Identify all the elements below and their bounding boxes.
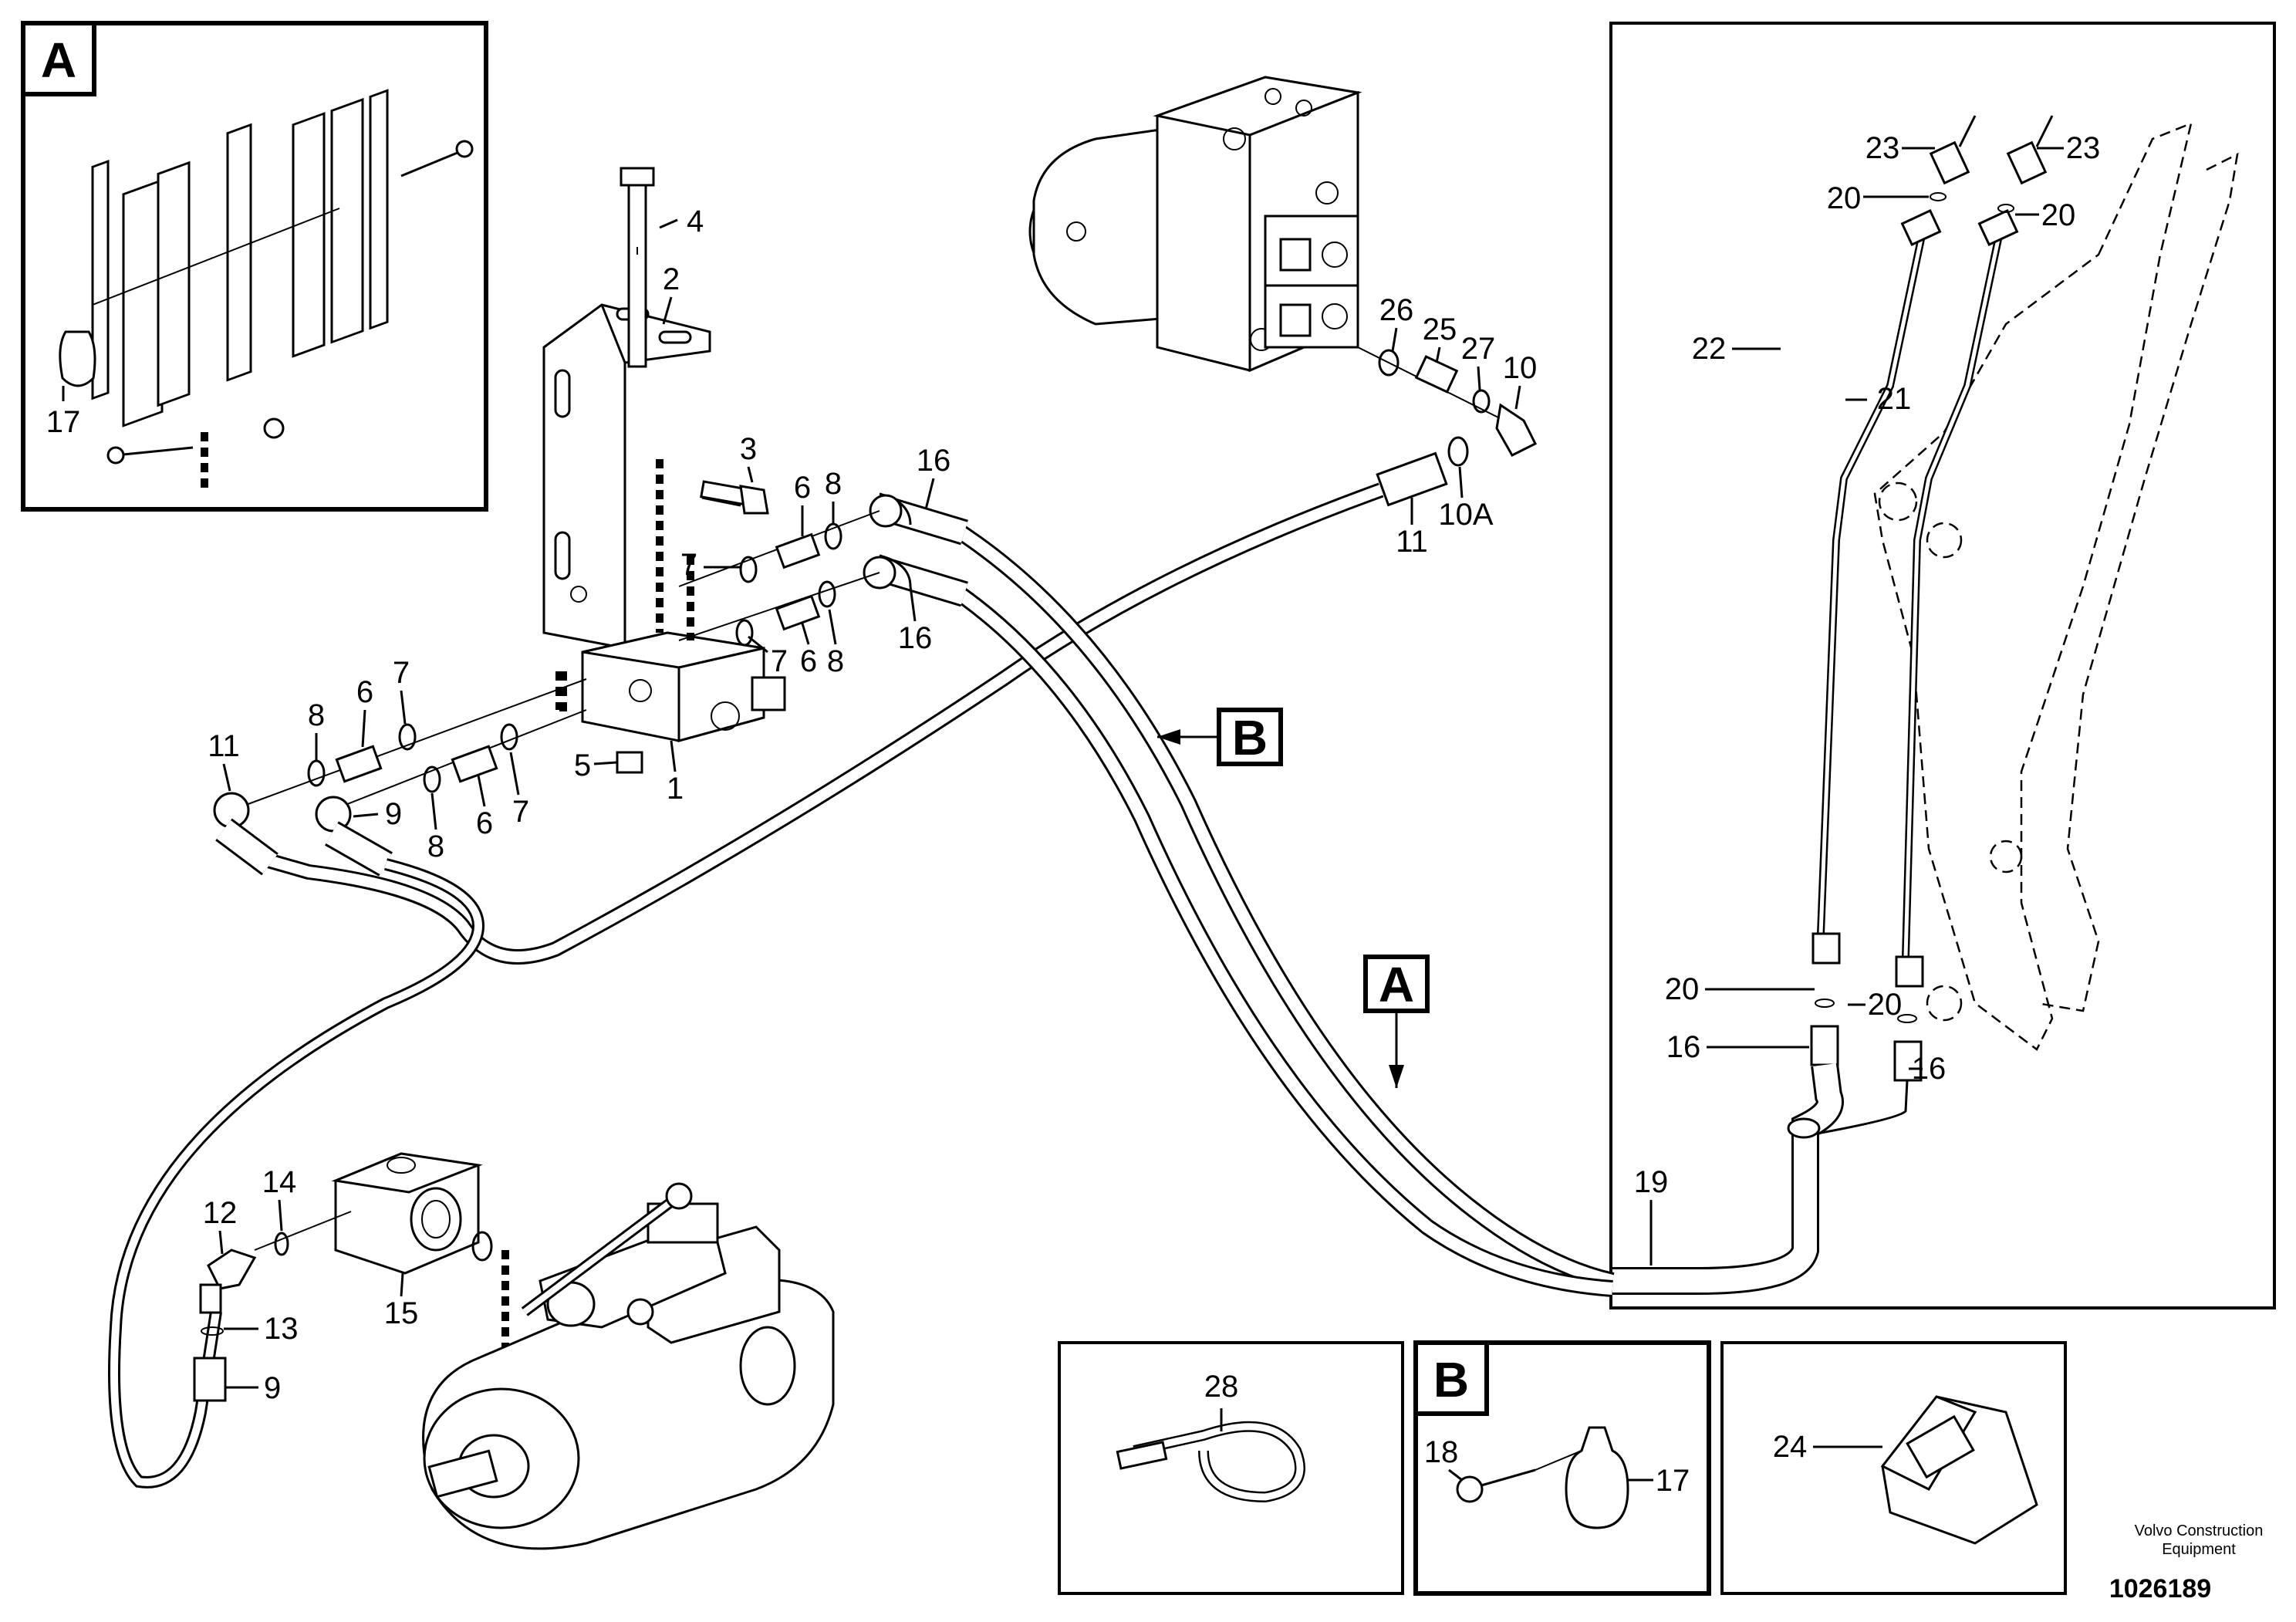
boom-detail-panel <box>1609 22 2276 1309</box>
callout-23b: 23 <box>2066 131 2101 165</box>
credit-line-1: Volvo Construction <box>2135 1522 2264 1539</box>
callout-19: 19 <box>1634 1165 1669 1199</box>
callout-18: 18 <box>1424 1435 1459 1469</box>
callout-8c: 8 <box>308 698 325 732</box>
nut-5 <box>616 751 643 774</box>
callout-1: 1 <box>667 772 684 806</box>
callout-2: 2 <box>663 262 680 296</box>
callout-11b: 11 <box>1396 525 1428 559</box>
document-number: 1026189 <box>2109 1574 2211 1603</box>
hose-b-route <box>252 436 1469 965</box>
callout-6c: 6 <box>356 675 373 709</box>
callout-20a: 20 <box>1827 181 1862 215</box>
callout-20b: 20 <box>2041 198 2076 232</box>
callout-8d: 8 <box>427 830 444 863</box>
callout-10: 10 <box>1503 351 1538 385</box>
callout-7d: 7 <box>512 795 529 829</box>
boom-outline <box>1873 121 2193 1051</box>
detail-b-panel: B <box>1413 1340 1711 1596</box>
callout-14: 14 <box>262 1165 297 1199</box>
callout-7a: 7 <box>680 548 697 582</box>
callout-7c: 7 <box>393 656 410 690</box>
fitting-chain-10 <box>1357 346 1538 457</box>
callout-4: 4 <box>687 204 704 238</box>
credit-line-2: Equipment <box>2162 1541 2236 1558</box>
callout-21: 21 <box>1877 382 1912 416</box>
detail-24-panel <box>1720 1341 2067 1595</box>
callout-20d: 20 <box>1868 988 1903 1022</box>
clamp-assembly <box>59 89 474 494</box>
fittings-upper <box>678 510 880 647</box>
callout-11a: 11 <box>208 729 240 763</box>
svg-text:A: A <box>1379 957 1414 1012</box>
pump-assembly <box>193 1152 835 1550</box>
callout-28: 28 <box>1204 1370 1239 1404</box>
callout-7b: 7 <box>771 644 788 678</box>
callout-6a: 6 <box>794 471 811 505</box>
callout-13: 13 <box>264 1312 299 1346</box>
callout-22: 22 <box>1692 332 1727 366</box>
detail-a-letter: A <box>41 32 76 88</box>
callout-6b: 6 <box>800 644 817 678</box>
detail-28-panel <box>1058 1341 1404 1595</box>
callout-17a: 17 <box>46 405 81 439</box>
callout-12: 12 <box>203 1196 238 1230</box>
callout-17b: 17 <box>1656 1464 1690 1498</box>
callout-9a: 9 <box>385 797 402 831</box>
callout-10a: 10A <box>1438 498 1493 532</box>
svg-text:B: B <box>1232 710 1268 765</box>
detail-a-panel: A 17 <box>21 21 488 512</box>
callout-16c: 16 <box>1666 1030 1701 1064</box>
callout-23a: 23 <box>1866 131 1900 165</box>
callout-8b: 8 <box>827 644 844 678</box>
callout-27: 27 <box>1461 332 1496 366</box>
callout-15: 15 <box>384 1296 419 1330</box>
hose-a-route <box>944 517 1615 1297</box>
callout-3: 3 <box>740 432 757 466</box>
ref-marker-b: B <box>1157 708 1283 766</box>
ref-marker-a: A <box>1363 955 1430 1088</box>
elbows-left <box>108 792 485 1489</box>
pipe-21 <box>1902 238 2002 958</box>
callout-6d: 6 <box>476 806 493 840</box>
callout-25: 25 <box>1423 313 1457 346</box>
bolt-3 <box>656 459 769 633</box>
bracket-2 <box>542 167 711 650</box>
callout-16b: 16 <box>898 621 933 655</box>
detail-b-letter: B <box>1433 1352 1469 1407</box>
callout-8a: 8 <box>825 467 842 501</box>
callout-9b: 9 <box>264 1371 281 1405</box>
valve-block-accumulator <box>1028 76 1362 373</box>
callout-26: 26 <box>1379 293 1414 327</box>
callout-24: 24 <box>1773 1430 1808 1464</box>
callout-16a: 16 <box>917 444 951 478</box>
hose-16-fittings <box>863 492 968 607</box>
callout-20c: 20 <box>1665 972 1700 1006</box>
fittings-lower <box>231 671 587 811</box>
callout-5: 5 <box>574 748 591 782</box>
